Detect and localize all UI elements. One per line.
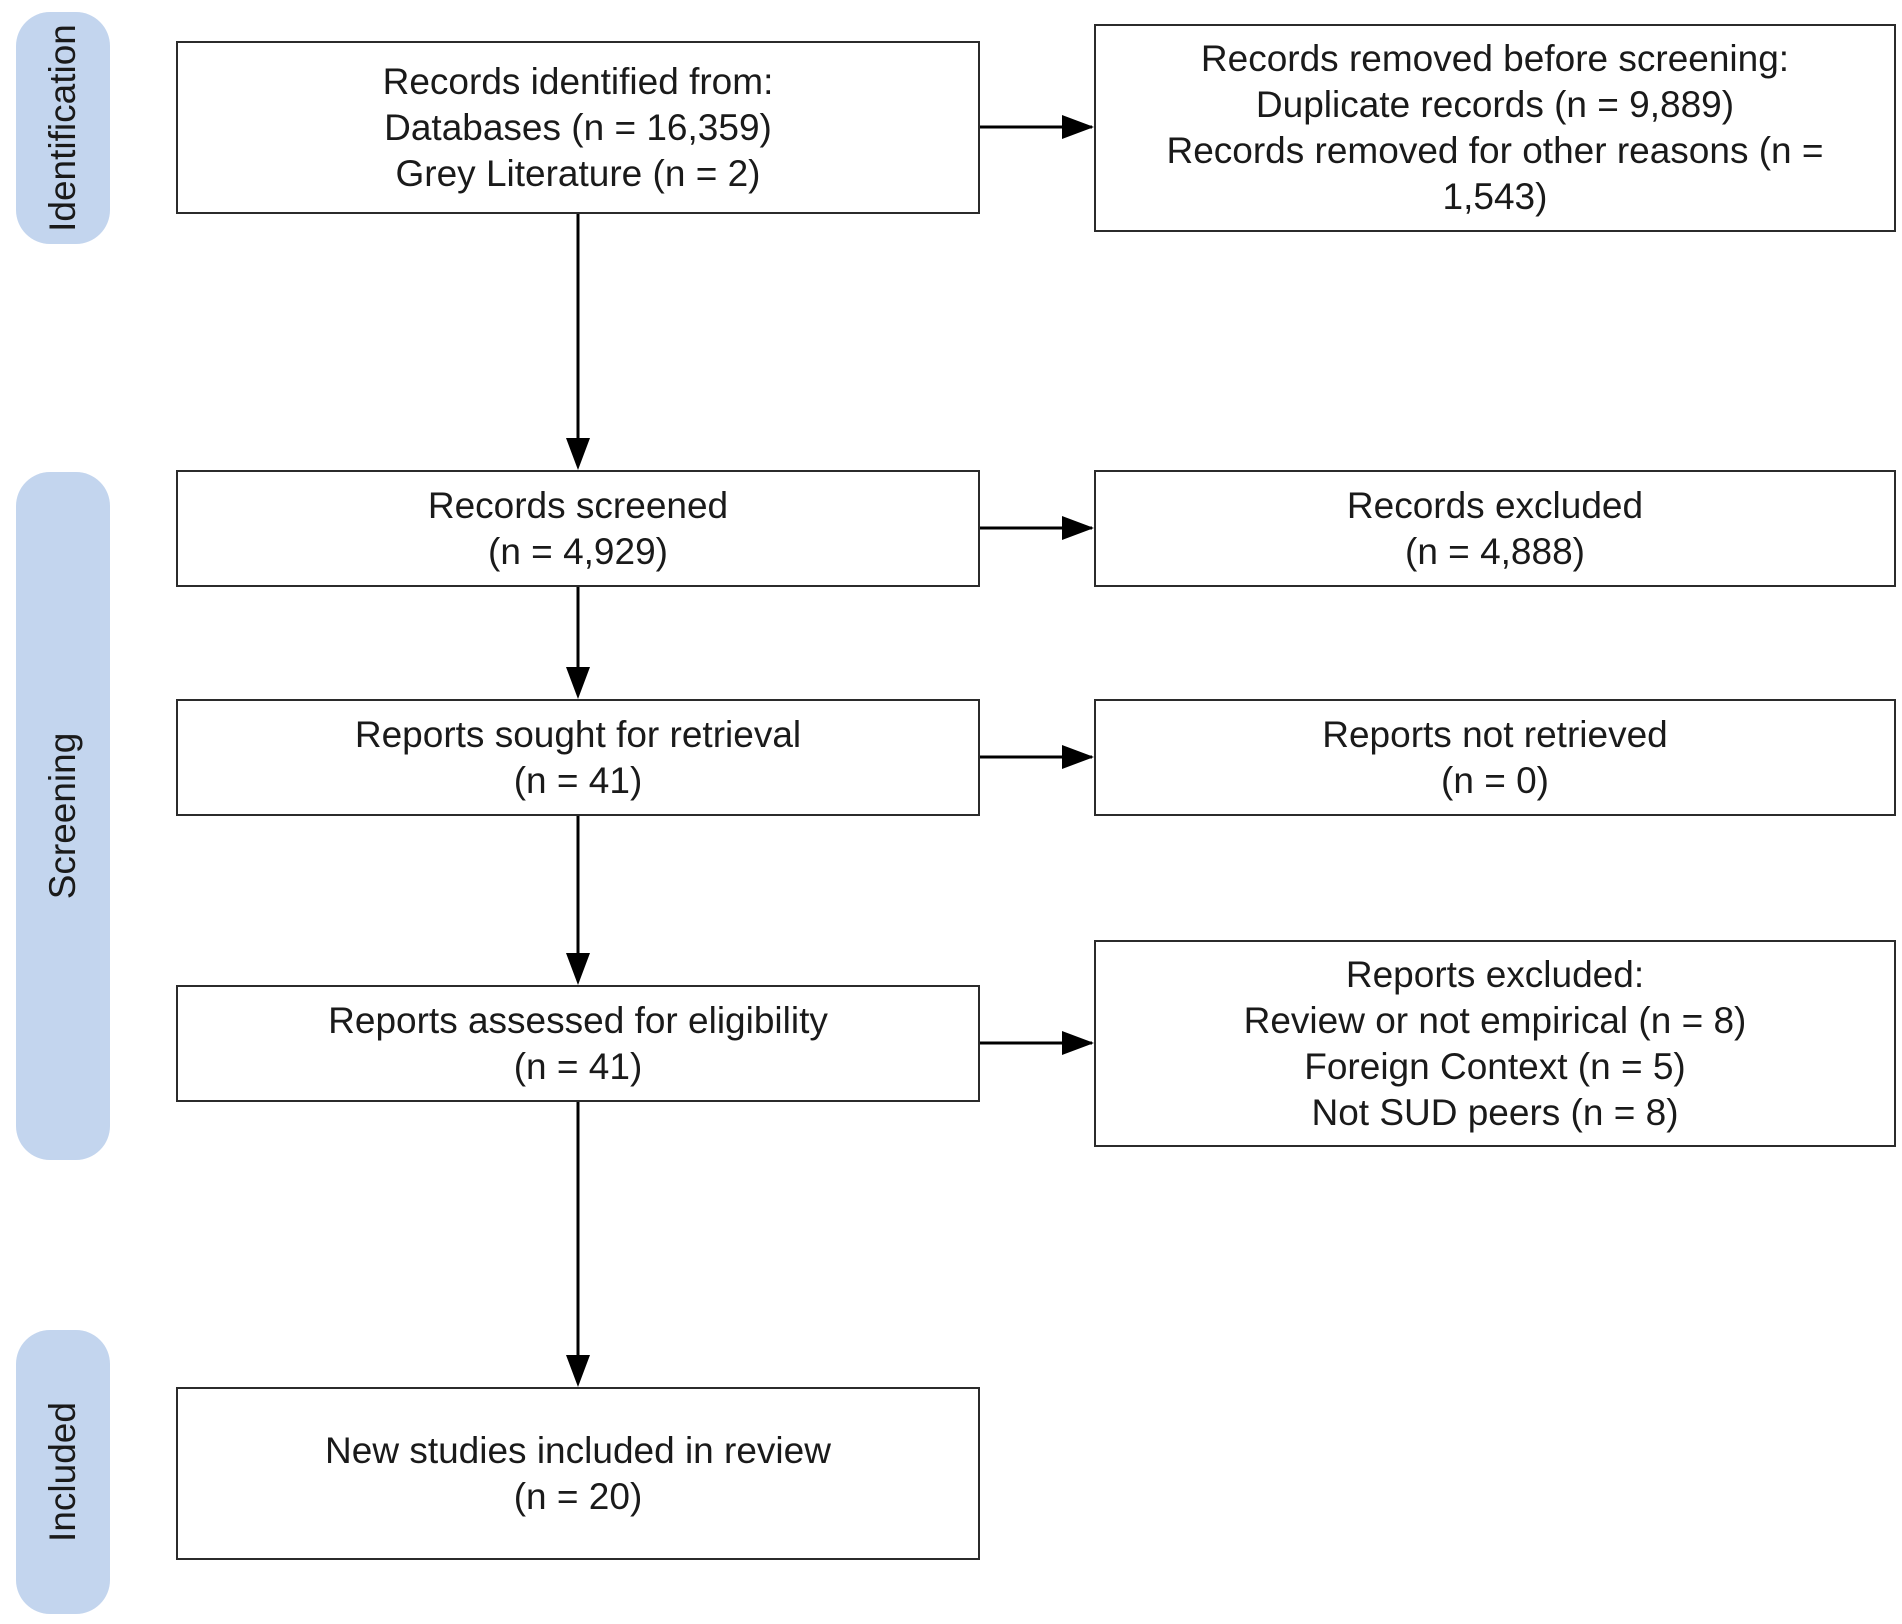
records-excluded-line-1: Records excluded: [1346, 484, 1644, 526]
arrowhead-assessed-to-included: [566, 1355, 590, 1387]
reports-assessed-line-2: (n = 41): [513, 1045, 643, 1087]
reports-excluded-line-3: Foreign Context (n = 5): [1304, 1045, 1686, 1087]
box-records-excluded: Records excluded (n = 4,888): [1094, 470, 1896, 587]
records-screened-line-2: (n = 4,929): [488, 530, 668, 572]
records-removed-line-2: Duplicate records (n = 9,889): [1255, 84, 1735, 125]
reports-not-retrieved-line-1: Reports not retrieved: [1322, 713, 1668, 755]
box-reports-assessed: Reports assessed for eligibility (n = 41…: [176, 985, 980, 1102]
arrowhead-assessed-to-reports-excluded: [1062, 1031, 1094, 1055]
phase-identification: Identification: [16, 12, 110, 244]
studies-included-line-2: (n = 20): [513, 1475, 643, 1517]
records-screened-line-1: Records screened: [427, 484, 729, 526]
arrowhead-sought-to-not-retrieved: [1062, 745, 1094, 769]
box-reports-excluded: Reports excluded: Review or not empirica…: [1094, 940, 1896, 1147]
records-identified-line-1: Records identified from:: [382, 60, 774, 102]
reports-excluded-line-1: Reports excluded:: [1345, 953, 1645, 995]
records-removed-line-3: Records removed for other reasons (n = 1…: [1166, 130, 1824, 217]
arrowhead-identified-to-screened: [566, 438, 590, 470]
box-reports-sought: Reports sought for retrieval (n = 41): [176, 699, 980, 816]
box-records-identified: Records identified from: Databases (n = …: [176, 41, 980, 214]
studies-included-line-1: New studies included in review: [325, 1429, 831, 1471]
reports-not-retrieved-line-2: (n = 0): [1441, 759, 1549, 801]
phase-screening: Screening: [16, 472, 110, 1160]
arrowhead-sought-to-assessed: [566, 953, 590, 985]
records-removed-line-1: Records removed before screening:: [1200, 38, 1790, 79]
reports-sought-line-2: (n = 41): [513, 759, 643, 801]
records-identified-line-2: Databases (n = 16,359): [384, 106, 772, 148]
records-identified-line-3: Grey Literature (n = 2): [395, 152, 761, 194]
box-reports-not-retrieved: Reports not retrieved (n = 0): [1094, 699, 1896, 816]
box-studies-included: New studies included in review (n = 20): [176, 1387, 980, 1560]
arrowhead-screened-to-excluded: [1062, 516, 1094, 540]
reports-sought-line-1: Reports sought for retrieval: [354, 713, 802, 755]
reports-excluded-line-2: Review or not empirical (n = 8): [1243, 999, 1747, 1041]
reports-assessed-line-1: Reports assessed for eligibility: [328, 999, 828, 1041]
box-records-screened: Records screened (n = 4,929): [176, 470, 980, 587]
records-excluded-line-2: (n = 4,888): [1405, 530, 1585, 572]
arrowhead-screened-to-sought: [566, 667, 590, 699]
phase-included: Included: [16, 1330, 110, 1614]
reports-excluded-line-4: Not SUD peers (n = 8): [1311, 1091, 1679, 1133]
arrowhead-identified-to-removed: [1062, 115, 1094, 139]
box-records-removed-before-screening: Records removed before screening: Duplic…: [1094, 24, 1896, 232]
